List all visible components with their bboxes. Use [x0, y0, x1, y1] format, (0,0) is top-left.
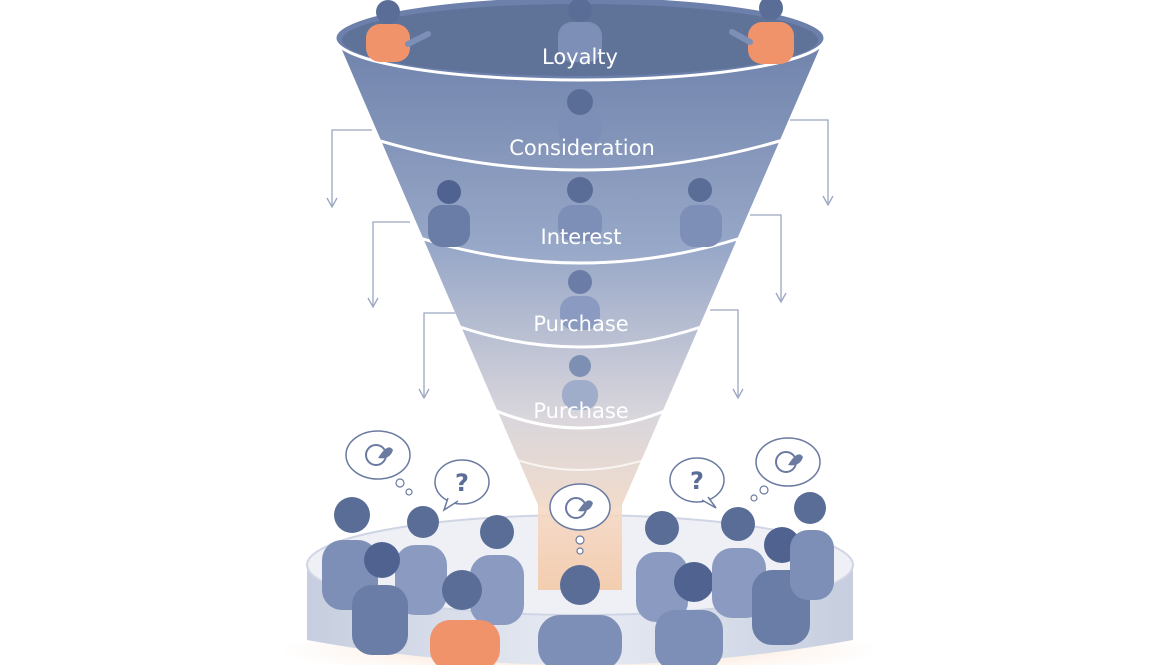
stage-labels: Loyalty Consideration Interest Purchase …: [509, 45, 655, 423]
bubble-leaf-left: [345, 430, 413, 496]
person-rim-left: [366, 0, 431, 62]
stage-divider-1: [376, 138, 784, 172]
stage-divider-5: [516, 459, 645, 471]
crowd-person: [395, 506, 447, 615]
stage-divider-2: [419, 236, 742, 265]
person-stage-5: [562, 355, 598, 410]
person-stage-3-left: [428, 180, 470, 247]
arrow-right-2: [750, 214, 782, 300]
stage-label-purchase-1: Purchase: [533, 312, 628, 336]
question-mark: ?: [455, 469, 469, 497]
bubble-question-right: ?: [669, 457, 725, 509]
crowd-person: [538, 565, 622, 669]
person-stage-3-right: [680, 178, 722, 247]
person-stage-3-center: [558, 177, 602, 241]
thought-bubbles: ? ?: [345, 430, 821, 555]
flow-arrows: [326, 119, 834, 400]
funnel-people: [366, 0, 794, 410]
bubble-leaf-right: [750, 437, 821, 502]
crowd-person: [790, 492, 834, 600]
stage-divider-3: [456, 324, 705, 349]
stage-divider-4: [493, 408, 668, 430]
stage-label-purchase-2: Purchase: [533, 399, 628, 423]
person-stage-4: [560, 270, 600, 330]
bubble-leaf-center: [549, 483, 611, 555]
funnel: [333, 0, 827, 513]
arrow-right-3: [710, 309, 739, 396]
crowd-person: [655, 562, 723, 669]
person-rim-right: [729, 0, 794, 64]
person-rim-center: [558, 0, 602, 62]
crowd-person: [636, 511, 688, 622]
crowd-person: [352, 542, 408, 655]
arrow-left-3: [423, 312, 455, 396]
person-stage-2: [558, 89, 602, 144]
bubble-question-left: ?: [434, 459, 490, 512]
arrow-right-1: [790, 119, 829, 203]
arrow-left-2: [372, 221, 410, 305]
stage-label-loyalty: Loyalty: [542, 45, 618, 69]
crowd-person: [470, 515, 524, 625]
crowd-person-accent: [430, 570, 500, 669]
crowd-people: [322, 492, 834, 669]
stage-label-consideration: Consideration: [509, 136, 655, 160]
arrow-left-1: [331, 129, 372, 205]
stage-label-interest: Interest: [541, 225, 622, 249]
question-mark: ?: [690, 467, 704, 495]
